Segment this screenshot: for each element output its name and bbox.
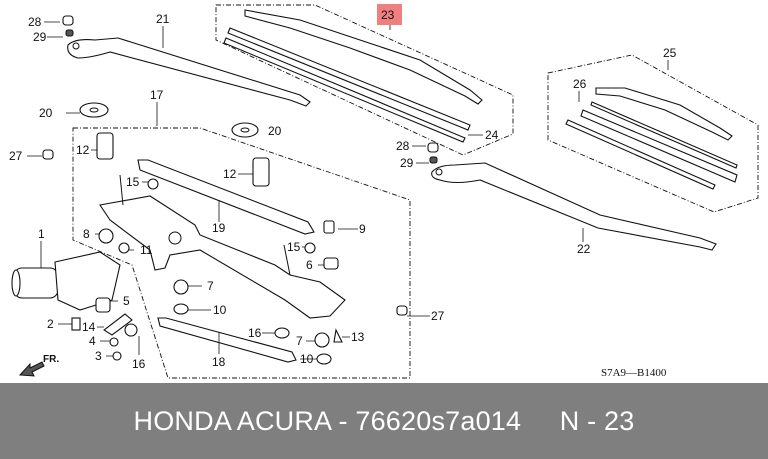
callout-8: 8 xyxy=(83,227,90,241)
nut-29 xyxy=(65,29,74,37)
callout-16: 16 xyxy=(248,326,262,340)
connector-9 xyxy=(323,220,335,234)
callout-18: 18 xyxy=(212,355,226,369)
front-direction-arrow: FR. xyxy=(18,354,59,377)
nut-15 xyxy=(147,178,159,190)
bolt-2 xyxy=(71,317,81,331)
callout-24: 24 xyxy=(485,128,499,142)
link-rod-19 xyxy=(137,159,315,235)
nut-4 xyxy=(109,337,119,347)
nut-3 xyxy=(112,351,122,361)
link-rod-18 xyxy=(157,317,297,363)
callout-27: 27 xyxy=(9,149,23,163)
callout-29: 29 xyxy=(400,156,414,170)
callout-19: 19 xyxy=(212,221,226,235)
callout-16: 16 xyxy=(132,357,146,371)
callout-12: 12 xyxy=(76,143,90,157)
nut-29 xyxy=(429,156,438,164)
collar-11 xyxy=(118,242,130,254)
leader-lines xyxy=(27,21,669,360)
callout-20: 20 xyxy=(268,124,282,138)
collar-10 xyxy=(173,303,189,315)
wiper-blade-23 xyxy=(223,9,483,143)
part-number-banner: HONDA ACURA - 76620s7a014 N - 23 xyxy=(0,383,768,459)
callout-28: 28 xyxy=(28,15,42,29)
callout-21: 21 xyxy=(156,12,170,26)
washer-20 xyxy=(231,122,259,138)
nut-28 xyxy=(427,142,439,153)
washer-20 xyxy=(79,102,109,118)
grommet-7 xyxy=(173,279,189,295)
callout-25: 25 xyxy=(663,46,677,60)
linkage-box xyxy=(72,127,411,379)
callout-15: 15 xyxy=(287,240,301,254)
callout-6: 6 xyxy=(306,258,313,272)
wiper-blade-25 xyxy=(565,87,738,190)
banner-text: HONDA ACURA - 76620s7a014 N - 23 xyxy=(133,405,635,436)
callout-26: 26 xyxy=(573,77,587,91)
linkage-frame-17 xyxy=(99,174,346,319)
blade-assembly-box xyxy=(215,4,514,156)
callout-11: 11 xyxy=(140,243,153,257)
callout-2: 2 xyxy=(47,317,54,331)
callout-15: 15 xyxy=(126,175,140,189)
callout-17: 17 xyxy=(150,88,164,102)
clip-13 xyxy=(333,328,343,343)
nut-16 xyxy=(274,327,290,339)
nut-16 xyxy=(124,323,138,337)
callout-3: 3 xyxy=(95,349,102,363)
callout-5: 5 xyxy=(123,294,130,308)
collar-10 xyxy=(316,353,332,365)
rear-blade-box xyxy=(547,54,759,213)
grommet-7 xyxy=(314,332,330,348)
bushing-12 xyxy=(96,132,114,160)
callout-7: 7 xyxy=(296,334,303,348)
nut-28 xyxy=(62,15,74,26)
diagram-code: S7A9—B1400 xyxy=(601,367,667,379)
wiper-motor-1 xyxy=(11,251,121,311)
wiper-arm-22 xyxy=(431,162,717,251)
bracket-6 xyxy=(323,257,339,270)
callout-labels: 28 29 21 20 17 20 12 27 15 12 19 9 8 11 … xyxy=(9,4,677,379)
callout-10: 10 xyxy=(300,352,314,366)
highlight-box xyxy=(377,4,402,25)
callout-10: 10 xyxy=(213,303,227,317)
front-label: FR. xyxy=(43,354,59,365)
bushing-12 xyxy=(252,157,270,187)
bolt-27 xyxy=(396,305,408,316)
bushing-5 xyxy=(95,297,111,313)
crank-arm-14 xyxy=(103,313,133,336)
callout-9: 9 xyxy=(359,222,366,236)
wiper-arm-21 xyxy=(67,37,311,107)
callout-1: 1 xyxy=(38,227,45,241)
parts-diagram: FR. 28 29 21 20 17 20 12 27 15 12 19 9 8… xyxy=(9,4,759,379)
callout-29: 29 xyxy=(33,30,47,44)
callout-22: 22 xyxy=(577,242,591,256)
nut-15 xyxy=(304,242,316,254)
callout-27: 27 xyxy=(431,309,445,323)
callout-20: 20 xyxy=(39,106,53,120)
callout-23-highlighted[interactable]: 23 xyxy=(381,8,395,22)
callout-7: 7 xyxy=(207,279,214,293)
grommet-8 xyxy=(98,228,114,244)
bolt-27 xyxy=(42,149,54,160)
callout-12: 12 xyxy=(223,167,237,181)
callout-28: 28 xyxy=(396,139,410,153)
callout-4: 4 xyxy=(89,334,96,348)
callout-13: 13 xyxy=(351,330,365,344)
callout-14: 14 xyxy=(82,320,96,334)
